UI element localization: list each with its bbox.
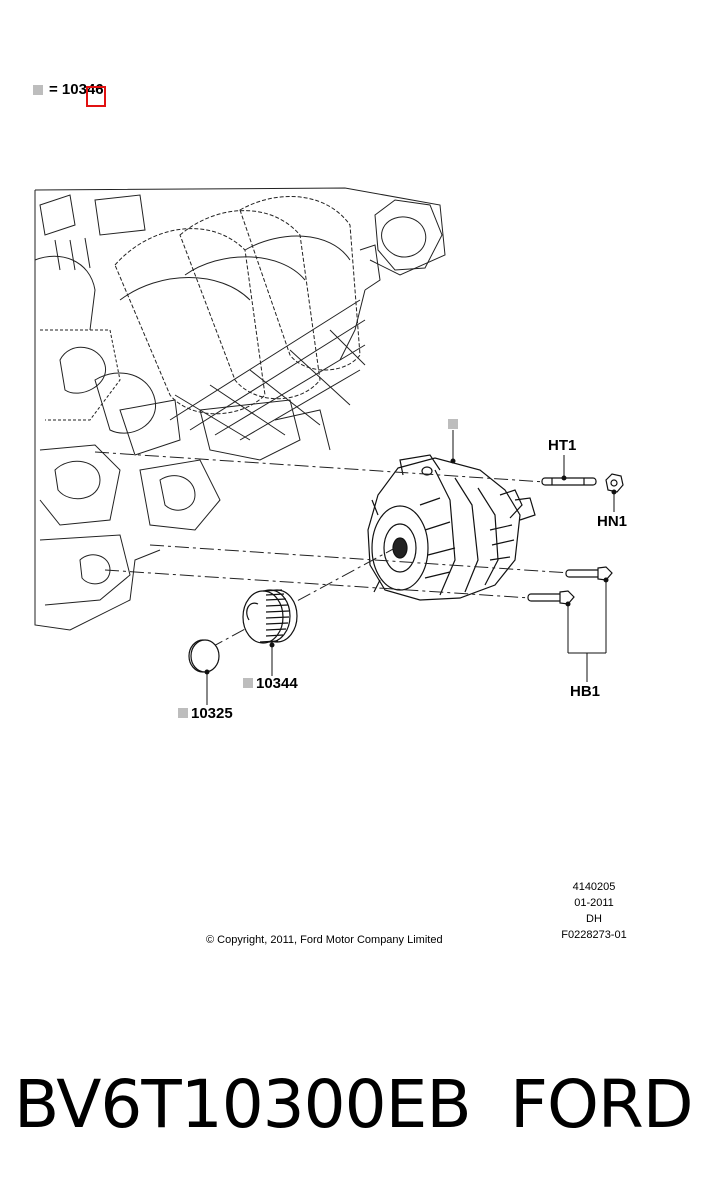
callout-10344-text: 10344	[256, 675, 298, 692]
drawing-metadata: 4140205 01-2011 DH F0228273-01	[548, 879, 640, 943]
callout-ht1: HT1	[548, 437, 577, 454]
leader-lines	[204, 430, 617, 705]
marker-square-alternator	[448, 419, 458, 429]
pulley-10344-drawing	[242, 589, 298, 644]
callout-10344: 10344	[243, 675, 298, 692]
meta-line: F0228273-01	[561, 929, 627, 941]
bolts-hb1-drawing	[527, 566, 613, 605]
part-number: BV6T10300EB	[14, 1066, 472, 1143]
legend-marker-icon	[33, 84, 43, 95]
engine-block-drawing	[34, 187, 446, 631]
meta-line: 4140205	[572, 881, 616, 893]
legend: = 10346	[33, 81, 104, 98]
copyright-notice: © Copyright, 2011, Ford Motor Company Li…	[206, 934, 443, 946]
alternator-drawing	[367, 454, 536, 601]
marker-square-icon	[243, 678, 253, 688]
callout-hn1: HN1	[597, 513, 628, 530]
brand-name: FORD	[510, 1066, 694, 1143]
cap-10325-drawing	[188, 639, 220, 673]
meta-line: 01-2011	[574, 897, 614, 909]
stud-ht1-drawing	[541, 477, 597, 486]
callout-10325: 10325	[178, 705, 233, 722]
callout-hb1: HB1	[570, 683, 601, 700]
marker-square-icon	[178, 708, 188, 718]
callout-10325-text: 10325	[191, 705, 233, 722]
highlight-box	[86, 86, 106, 107]
nut-hn1-drawing	[605, 473, 624, 493]
meta-line: DH	[586, 913, 602, 925]
alignment-lines	[94, 451, 571, 649]
legend-text: = 10346	[49, 81, 104, 98]
